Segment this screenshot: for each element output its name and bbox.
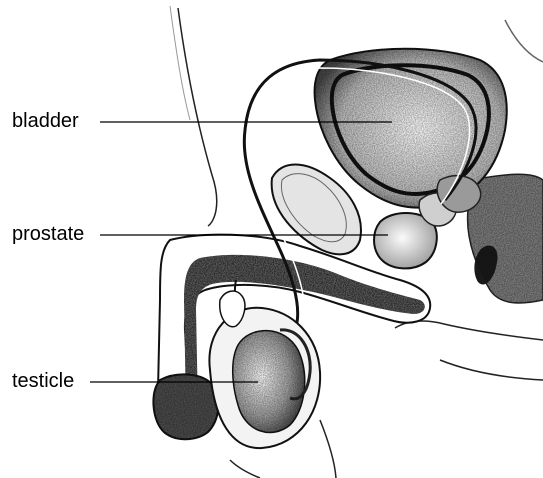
testicle-organ bbox=[209, 291, 320, 448]
testicle-label: testicle bbox=[12, 369, 76, 393]
bladder-label: bladder bbox=[12, 109, 81, 133]
prostate-label: prostate bbox=[12, 222, 86, 246]
